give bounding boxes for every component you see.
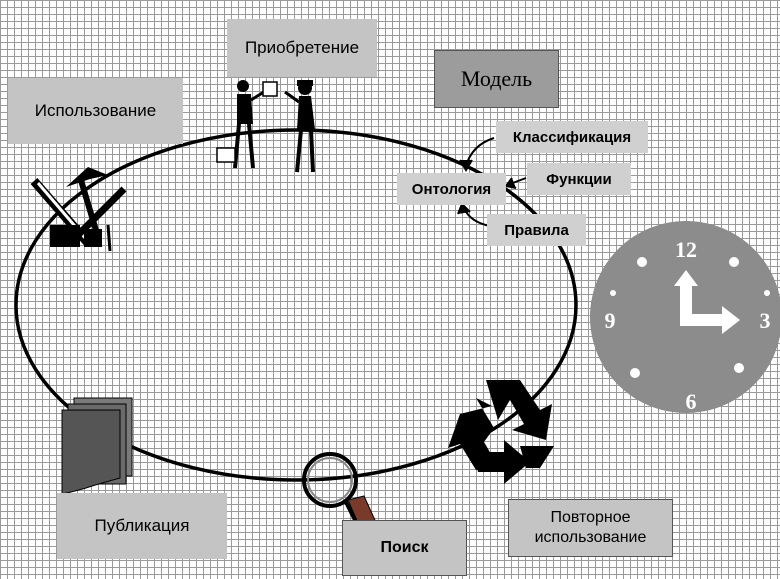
- documents-icon: [61, 397, 133, 495]
- label-ontology: Онтология: [397, 173, 506, 205]
- label-classification: Классификация: [496, 121, 648, 153]
- clock-icon: 12 3 6 9: [590, 221, 780, 414]
- tools-icon: [30, 167, 127, 252]
- clock-dots: [610, 257, 770, 378]
- clock-hour-hand: [674, 270, 698, 325]
- label-rules: Правила: [487, 214, 586, 246]
- clock-number-6: 6: [686, 389, 697, 414]
- label-model: Модель: [434, 50, 559, 108]
- ontology-arrows: [457, 137, 527, 227]
- clock-minute-hand: [680, 306, 740, 334]
- label-search: Поиск: [342, 520, 467, 576]
- label-acquisition: Приобретение: [227, 19, 377, 77]
- lifecycle-ellipse: [14, 128, 578, 482]
- label-usage: Использование: [8, 78, 183, 144]
- clock-number-12: 12: [675, 237, 697, 262]
- clock-number-9: 9: [605, 308, 616, 333]
- label-functions: Функции: [527, 163, 631, 195]
- people-icon: [216, 80, 315, 173]
- recycle-icon: [448, 380, 554, 484]
- clock-number-3: 3: [760, 308, 771, 333]
- label-publication: Публикация: [57, 493, 227, 559]
- label-reuse: Повторное использование: [508, 499, 673, 557]
